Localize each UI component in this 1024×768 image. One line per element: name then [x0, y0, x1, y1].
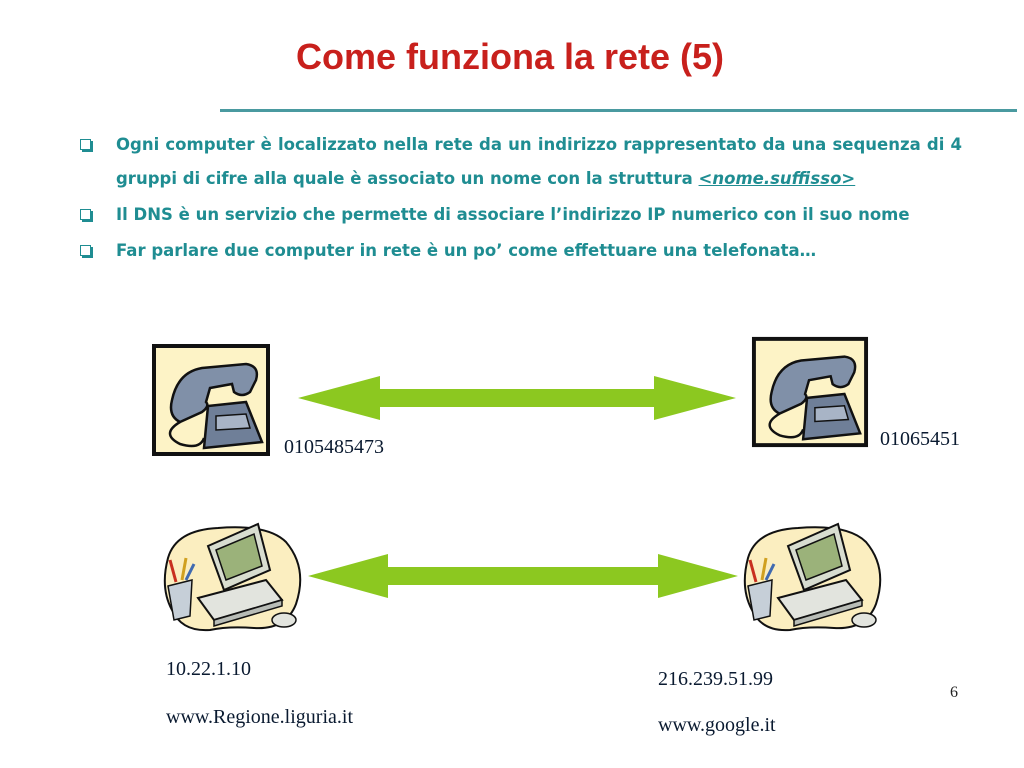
domain-name-left: www.Regione.liguria.it — [166, 706, 354, 728]
title-underline — [220, 109, 1017, 112]
double-arrow-icon — [308, 554, 738, 598]
bullet-text: Far parlare due computer in rete è un po… — [116, 241, 817, 260]
bullet-list: Ogni computer è localizzato nella rete d… — [78, 128, 962, 270]
bullet-text: Il DNS è un servizio che permette di ass… — [116, 205, 910, 224]
bullet-text: Ogni computer è localizzato nella rete d… — [116, 135, 962, 188]
bullet-link[interactable]: <nome.suffisso> — [698, 169, 856, 188]
page-number: 6 — [950, 684, 958, 701]
checkbox-bullet-icon — [80, 209, 91, 220]
domain-name-right: www.google.it — [658, 714, 776, 736]
computer-icon — [163, 522, 302, 632]
phone-number-right: 01065451 — [880, 428, 960, 450]
double-arrow-icon — [298, 376, 736, 420]
ip-address-left: 10.22.1.10 — [166, 658, 251, 680]
telephone-icon — [152, 344, 270, 456]
bullet-item: Far parlare due computer in rete è un po… — [78, 234, 962, 268]
checkbox-bullet-icon — [80, 245, 91, 256]
bullet-item: Il DNS è un servizio che permette di ass… — [78, 198, 962, 232]
slide-title: Come funziona la rete (5) — [295, 36, 725, 77]
phone-number-left: 0105485473 — [284, 436, 384, 458]
checkbox-bullet-icon — [80, 139, 91, 150]
computer-icon — [743, 522, 882, 632]
bullet-item: Ogni computer è localizzato nella rete d… — [78, 128, 962, 196]
telephone-icon — [751, 336, 869, 448]
ip-address-right: 216.239.51.99 — [658, 668, 773, 690]
